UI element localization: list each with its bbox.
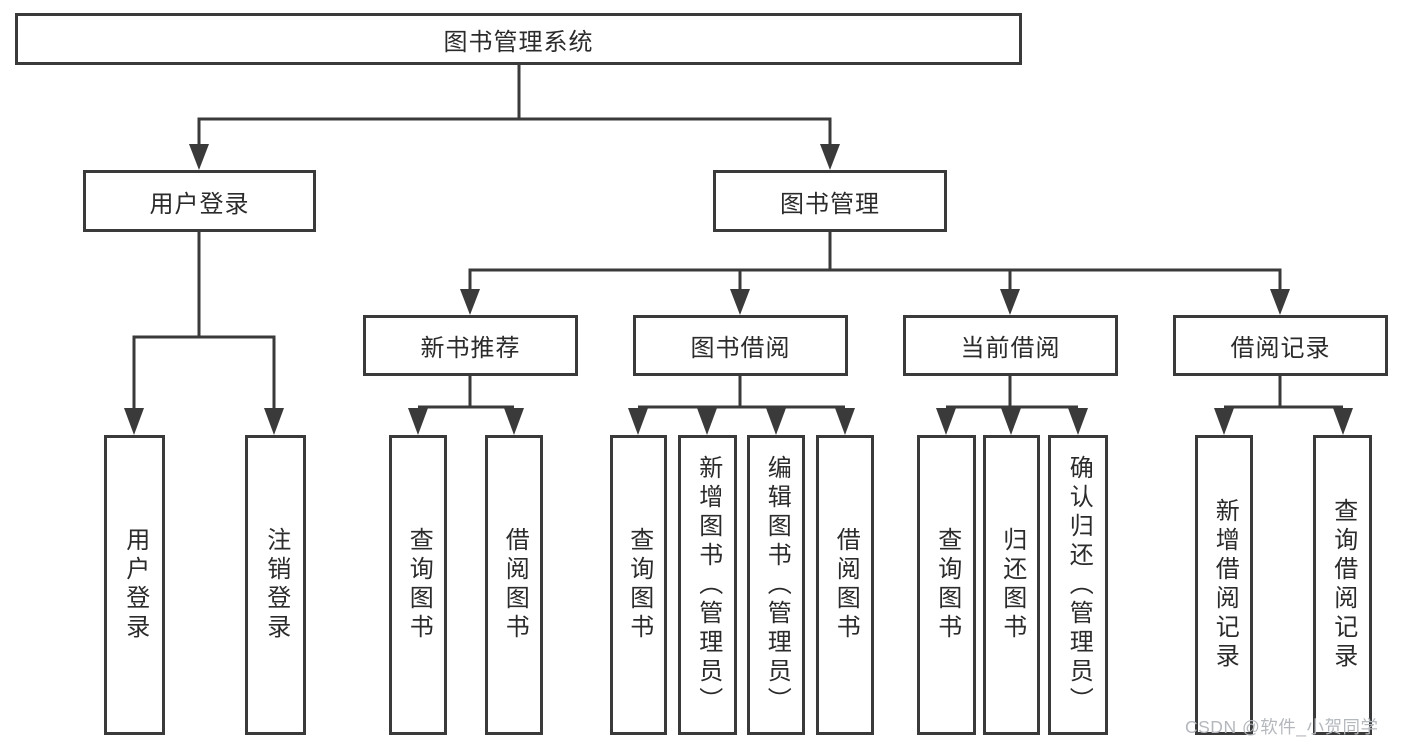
node-book-management: 图书管理 xyxy=(713,170,947,232)
node-label: 查询图书 xyxy=(405,527,433,643)
node-label: 借阅图书 xyxy=(832,527,860,643)
node-label: 查询借阅记录 xyxy=(1329,498,1357,672)
node-label: 图书管理 xyxy=(780,190,880,218)
leaf-add-book-admin: 新增图书（管理员） xyxy=(678,435,737,735)
leaf-return-book: 归还图书 xyxy=(983,435,1040,735)
connector-user-login-rail xyxy=(132,335,276,409)
node-label: 新增图书（管理员） xyxy=(694,454,722,716)
csdn-watermark: CSDN @软件_小贺同学 xyxy=(1185,717,1379,737)
leaf-query-books-current: 查询图书 xyxy=(917,435,976,735)
leaf-borrow-books: 借阅图书 xyxy=(816,435,874,735)
leaf-confirm-return-admin: 确认归还（管理员） xyxy=(1048,435,1108,735)
leaf-query-books-recommend: 查询图书 xyxy=(389,435,447,735)
node-current-borrow: 当前借阅 xyxy=(903,315,1118,376)
node-label: 图书借阅 xyxy=(690,335,791,362)
leaf-edit-book-admin: 编辑图书（管理员） xyxy=(747,435,805,735)
node-user-login: 用户登录 xyxy=(83,170,316,232)
leaf-query-borrow-record: 查询借阅记录 xyxy=(1313,435,1372,735)
leaf-query-books-borrow: 查询图书 xyxy=(610,435,667,735)
node-label: 新增借阅记录 xyxy=(1211,498,1239,672)
node-label: 借阅记录 xyxy=(1230,335,1331,362)
connector-level1-rail xyxy=(197,117,832,146)
node-label: 新书推荐 xyxy=(420,335,521,362)
leaf-user-login: 用户登录 xyxy=(104,435,165,735)
node-label: 归还图书 xyxy=(998,527,1026,643)
connector-category-rail xyxy=(468,268,1282,291)
leaf-borrow-books-recommend: 借阅图书 xyxy=(485,435,543,735)
node-library-management-system: 图书管理系统 xyxy=(15,13,1022,65)
node-label: 借阅图书 xyxy=(501,527,529,643)
node-book-borrow: 图书借阅 xyxy=(633,315,848,376)
node-label: 用户登录 xyxy=(149,190,250,218)
node-label: 查询图书 xyxy=(625,527,653,643)
node-new-book-recommend: 新书推荐 xyxy=(363,315,578,376)
node-label: 用户登录 xyxy=(121,527,149,643)
node-label: 注销登录 xyxy=(262,527,290,643)
leaf-logout: 注销登录 xyxy=(245,435,306,735)
node-label: 图书管理系统 xyxy=(443,28,594,56)
leaf-add-borrow-record: 新增借阅记录 xyxy=(1195,435,1253,735)
node-borrow-records: 借阅记录 xyxy=(1173,315,1388,376)
node-label: 当前借阅 xyxy=(960,335,1061,362)
node-label: 确认归还（管理员） xyxy=(1065,454,1093,716)
node-label: 编辑图书（管理员） xyxy=(763,454,791,716)
node-label: 查询图书 xyxy=(933,527,961,643)
